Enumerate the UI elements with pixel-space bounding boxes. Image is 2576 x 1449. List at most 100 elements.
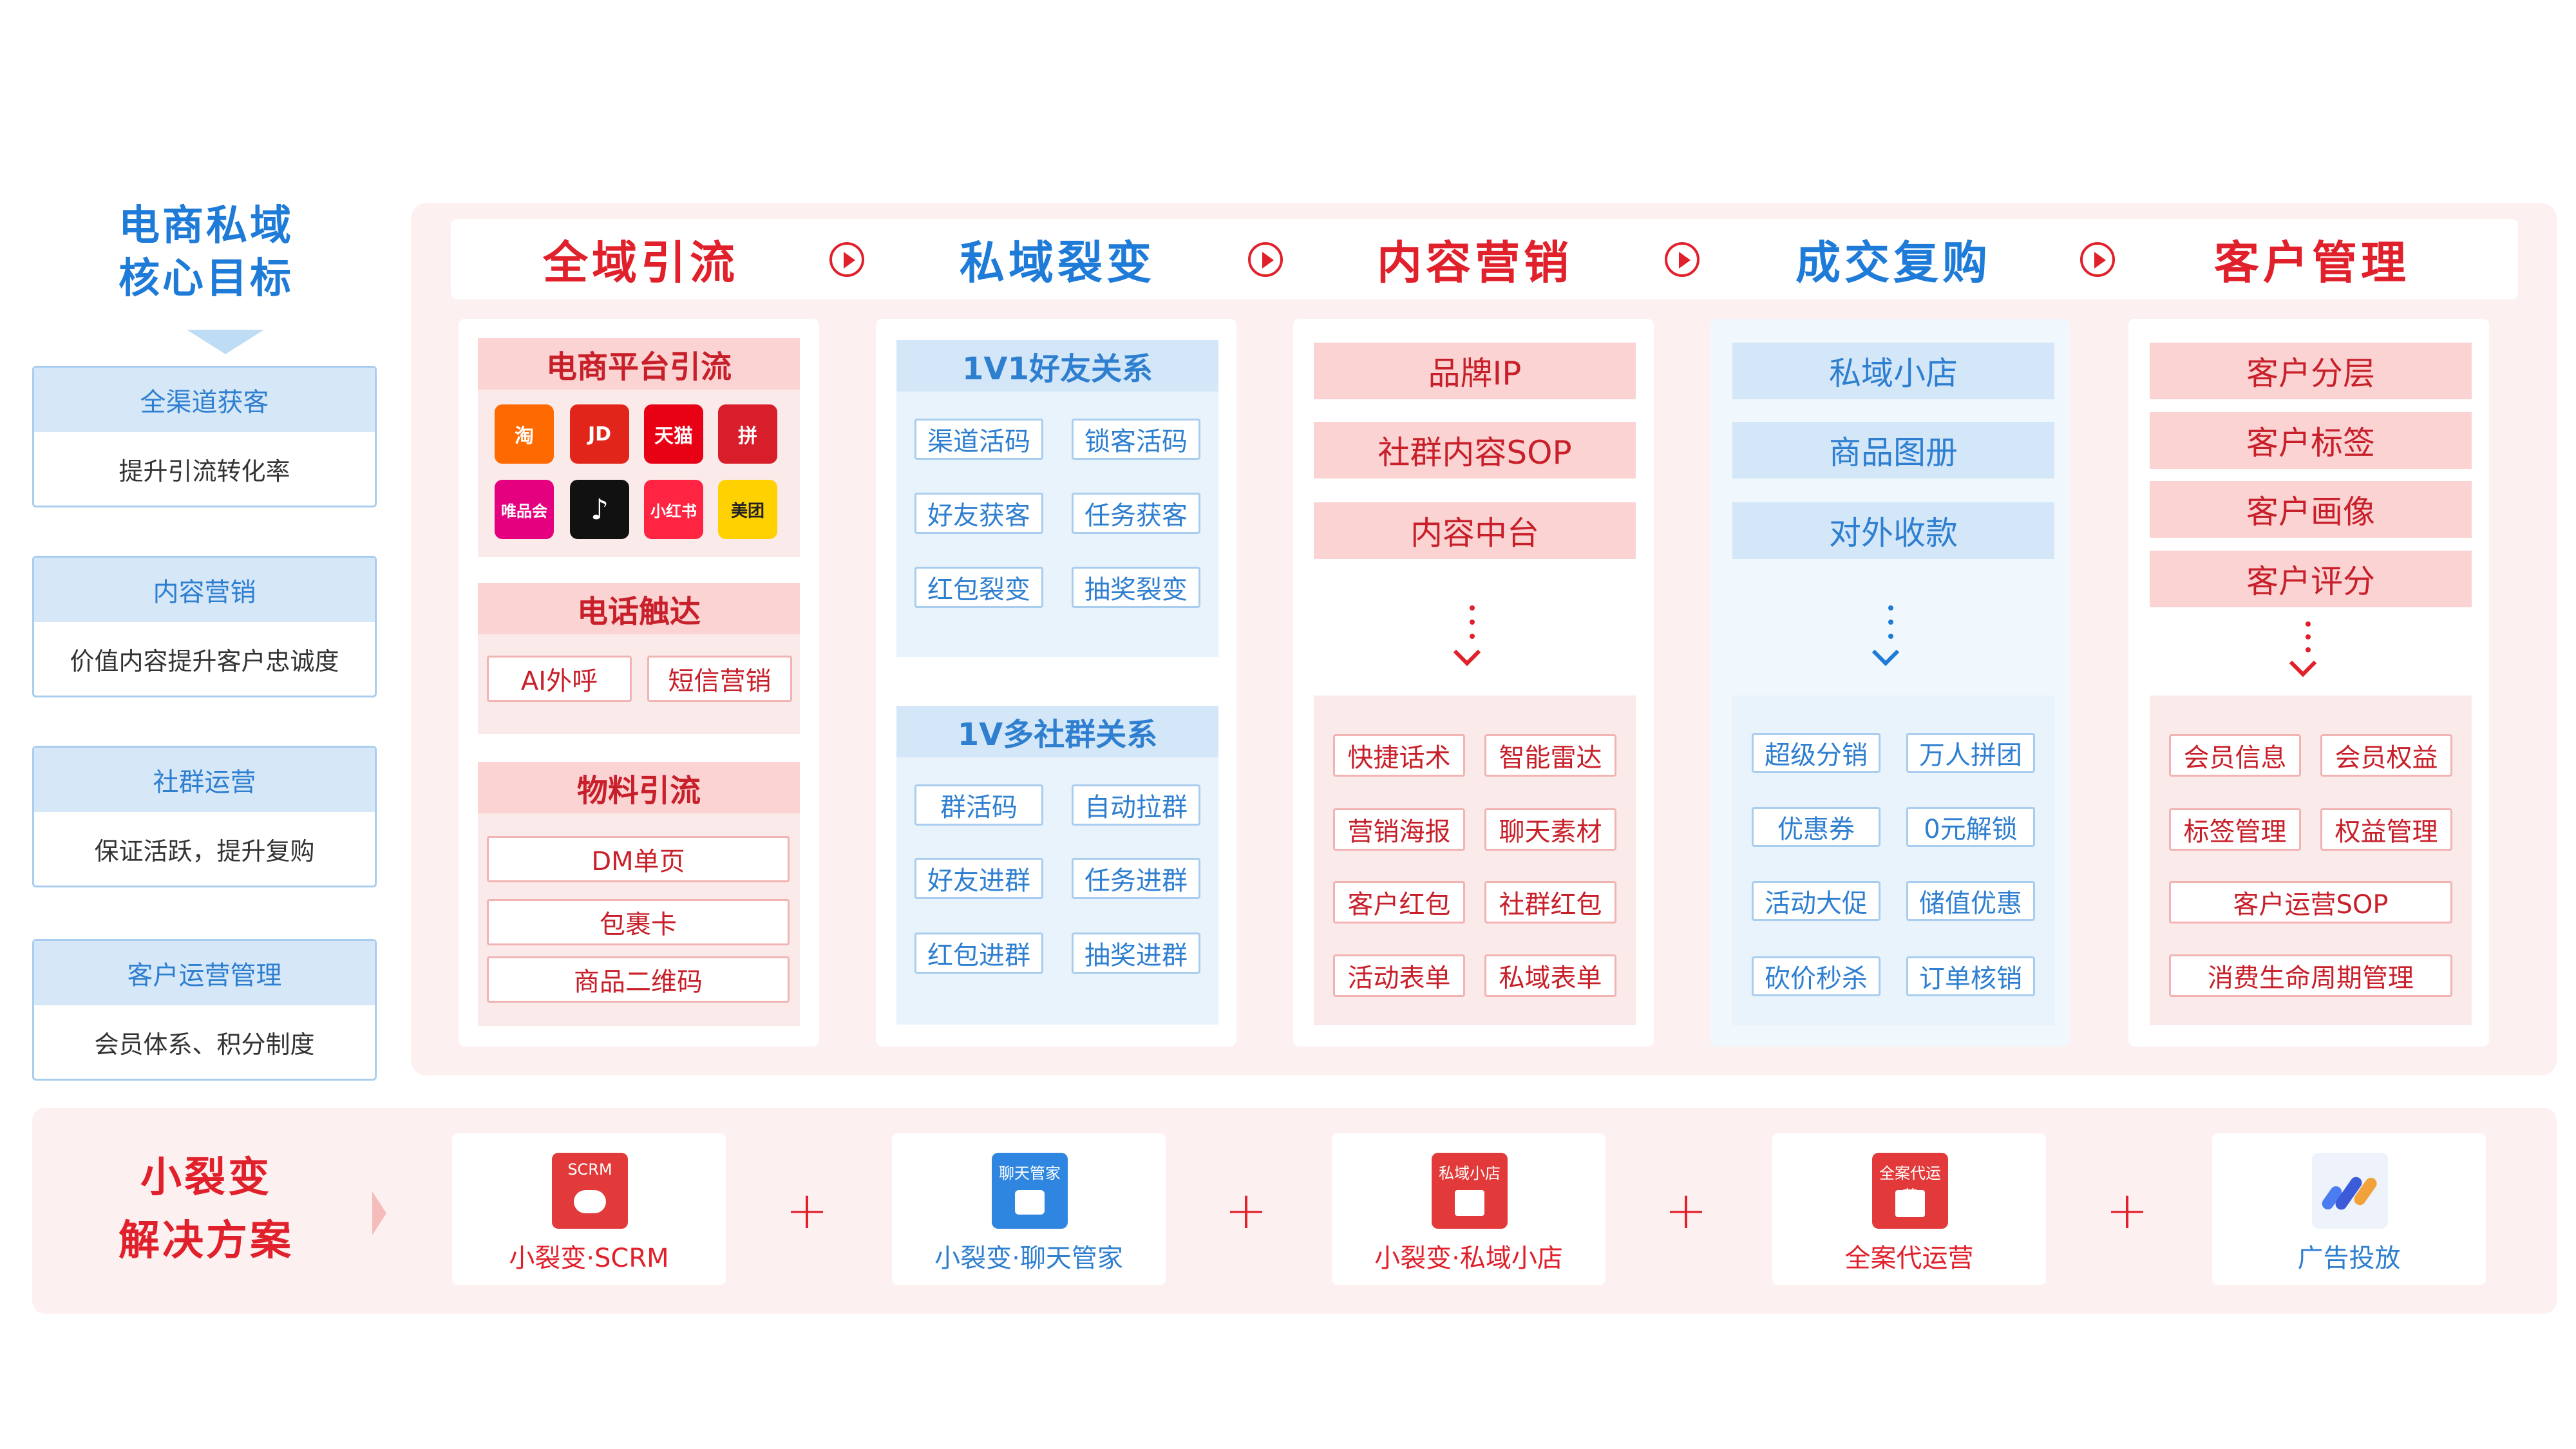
- tag: 客户红包: [1333, 881, 1465, 923]
- tag-wide: 消费生命周期管理: [2169, 954, 2452, 997]
- tag: 会员信息: [2169, 734, 2301, 777]
- tag-dm: DM单页: [487, 836, 790, 882]
- goal-head: 内容营销: [34, 558, 375, 622]
- section-title: 1V1好友关系: [896, 340, 1218, 392]
- scrm-app-icon: SCRM: [552, 1153, 628, 1229]
- shopping-bag-icon: [1455, 1190, 1484, 1216]
- tag-wide: 客户运营SOP: [2169, 881, 2452, 923]
- stage-bar: [451, 219, 2518, 299]
- jd-logo-icon: JD: [570, 404, 629, 464]
- vipshop-logo-icon: 唯品会: [495, 480, 554, 539]
- full-operation-app-icon: 全案代运营: [1872, 1153, 1948, 1229]
- section-title: 物料引流: [478, 762, 800, 813]
- product-label: 广告投放: [2297, 1244, 2401, 1273]
- tag: 万人拼团: [1906, 733, 2035, 773]
- section-title: 电商平台引流: [478, 338, 800, 390]
- customer-head: 客户评分: [2150, 551, 2472, 607]
- repurchase-head: 商品图册: [1732, 422, 2054, 478]
- customer-head: 客户画像: [2150, 481, 2472, 538]
- tag: 锁客活码: [1072, 419, 1200, 460]
- goal-head: 社群运营: [34, 748, 375, 812]
- tag: 好友获客: [914, 493, 1043, 534]
- tag: 红包裂变: [914, 567, 1043, 608]
- product-label: 全案代运营: [1844, 1244, 1974, 1273]
- tag-sms: 短信营销: [647, 656, 792, 702]
- app-icon-text: 私域小店: [1439, 1164, 1501, 1182]
- goal-card-1: 全渠道获客 提升引流转化率: [32, 366, 377, 507]
- solution-title-line1: 小裂变: [140, 1154, 272, 1202]
- chevron-right-icon: [372, 1191, 386, 1235]
- plus-icon: +: [2105, 1180, 2149, 1240]
- customer-head: 客户标签: [2150, 412, 2472, 469]
- down-dots-icon: [1470, 605, 1476, 663]
- message-icon: [1015, 1190, 1045, 1215]
- product-card-scrm[interactable]: SCRM 小裂变·SCRM: [452, 1133, 726, 1285]
- goal-desc: 价值内容提升客户忠诚度: [70, 647, 339, 676]
- goal-head: 客户运营管理: [34, 941, 375, 1005]
- product-label: 小裂变·私域小店: [1374, 1244, 1563, 1273]
- private-shop-app-icon: 私域小店: [1432, 1153, 1508, 1229]
- taobao-logo-icon: 淘: [495, 404, 554, 464]
- tag: 群活码: [914, 784, 1043, 826]
- goal-card-4: 客户运营管理 会员体系、积分制度: [32, 939, 377, 1081]
- solution-bar: [32, 1108, 2557, 1314]
- arrow-right-icon: [1665, 242, 1700, 277]
- down-dots-icon: [2306, 621, 2312, 667]
- tag: 抽奖进群: [1072, 933, 1200, 974]
- tag: 权益管理: [2320, 808, 2452, 851]
- arrow-right-icon: [829, 242, 864, 277]
- plus-icon: +: [785, 1180, 829, 1240]
- tag: 标签管理: [2169, 808, 2301, 851]
- tmall-logo-icon: 天猫: [644, 404, 703, 464]
- tag: 好友进群: [914, 858, 1043, 899]
- product-card-operation[interactable]: 全案代运营 全案代运营: [1772, 1133, 2046, 1285]
- goal-desc: 会员体系、积分制度: [94, 1030, 315, 1059]
- content-head: 内容中台: [1314, 502, 1636, 559]
- product-card-shop[interactable]: 私域小店 小裂变·私域小店: [1332, 1133, 1605, 1285]
- app-icon-text: 聊天管家: [999, 1164, 1061, 1182]
- solution-title: 小裂变 解决方案: [52, 1146, 361, 1273]
- content-head: 社群内容SOP: [1314, 422, 1636, 478]
- pinduoduo-logo-icon: 拼: [718, 404, 777, 464]
- content-head: 品牌IP: [1314, 343, 1636, 399]
- product-card-ads[interactable]: 广告投放: [2212, 1133, 2486, 1285]
- tag: 会员权益: [2320, 734, 2452, 777]
- douyin-logo-icon: ♪: [570, 480, 629, 539]
- tag: 任务进群: [1072, 858, 1200, 899]
- tag: 自动拉群: [1072, 784, 1200, 826]
- xiaohongshu-logo-icon: 小红书: [644, 480, 703, 539]
- tag: 快捷话术: [1333, 734, 1465, 777]
- tag: 私域表单: [1484, 954, 1616, 997]
- goal-card-2: 内容营销 价值内容提升客户忠诚度: [32, 556, 377, 697]
- stage-title-2: 私域裂变: [960, 236, 1155, 289]
- tag: 聊天素材: [1484, 808, 1616, 851]
- stage-title-3: 内容营销: [1377, 236, 1573, 289]
- tag: 智能雷达: [1484, 734, 1616, 777]
- repurchase-head: 私域小店: [1732, 343, 2054, 399]
- meituan-logo-icon: 美团: [718, 480, 777, 539]
- customer-head: 客户分层: [2150, 343, 2472, 399]
- goal-card-3: 社群运营 保证活跃，提升复购: [32, 746, 377, 887]
- goals-title-line1: 电商私域: [118, 202, 294, 250]
- tag: 超级分销: [1752, 733, 1880, 773]
- arrow-right-icon: [2080, 242, 2115, 277]
- goals-title: 电商私域 核心目标: [52, 200, 361, 305]
- tag: 营销海报: [1333, 808, 1465, 851]
- plus-icon: +: [1664, 1180, 1708, 1240]
- solution-title-line2: 解决方案: [118, 1217, 294, 1265]
- tag: 社群红包: [1484, 881, 1616, 923]
- goals-down-triangle-icon: [187, 330, 264, 354]
- app-icon-text: SCRM: [567, 1160, 612, 1179]
- section-title: 电话触达: [478, 583, 800, 634]
- stage-title-5: 客户管理: [2214, 236, 2410, 289]
- goal-desc: 保证活跃，提升复购: [94, 837, 315, 866]
- stage-title-1: 全域引流: [543, 236, 739, 289]
- product-card-chat[interactable]: 聊天管家 小裂变·聊天管家: [892, 1133, 1166, 1285]
- tag: 渠道活码: [914, 419, 1043, 460]
- tag: 活动表单: [1333, 954, 1465, 997]
- tag: 订单核销: [1906, 956, 2035, 996]
- tag: 优惠券: [1752, 807, 1880, 847]
- tag-package-card: 包裹卡: [487, 899, 790, 945]
- chat-manager-app-icon: 聊天管家: [992, 1153, 1068, 1229]
- tag: 储值优惠: [1906, 881, 2035, 921]
